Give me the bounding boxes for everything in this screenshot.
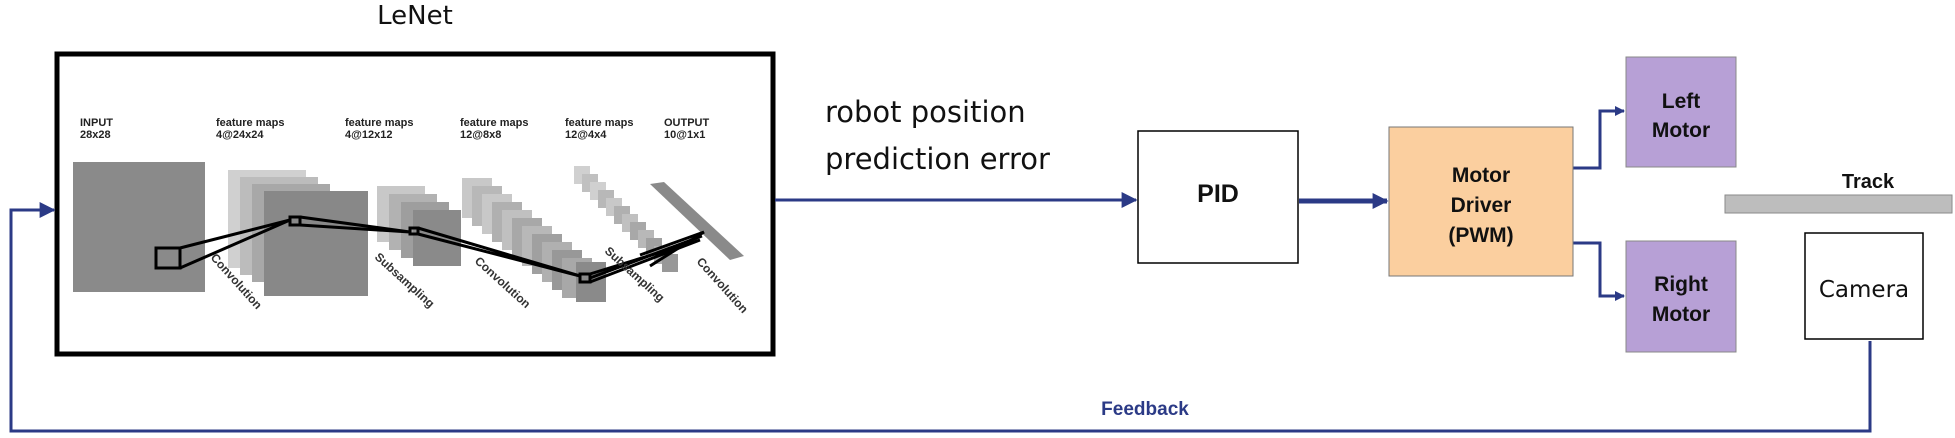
layer-input-size: 28x28 bbox=[80, 129, 111, 141]
left-motor-line1: Left bbox=[1662, 90, 1701, 113]
feature-maps-3 bbox=[462, 178, 606, 302]
receptive-field-lines bbox=[154, 215, 705, 284]
connectors bbox=[9, 106, 1872, 433]
motor-driver-line2: Driver bbox=[1451, 194, 1512, 217]
error-label-line1: robot position bbox=[825, 95, 1026, 129]
left-motor-line2: Motor bbox=[1652, 119, 1710, 142]
layer-fm4-name: feature maps bbox=[565, 117, 633, 129]
camera-label: Camera bbox=[1819, 277, 1909, 303]
feedback-label: Feedback bbox=[1101, 399, 1189, 420]
track-bar bbox=[1724, 194, 1953, 214]
camera-box bbox=[1804, 232, 1924, 340]
arrow-driver-to-right-motor bbox=[1573, 241, 1625, 301]
layer-fm2-size: 4@12x12 bbox=[345, 129, 392, 141]
pid-box bbox=[1137, 130, 1299, 264]
motor-driver-line3: (PWM) bbox=[1448, 224, 1513, 247]
layer-output-name: OUTPUT bbox=[664, 117, 710, 129]
layer-fm3-name: feature maps bbox=[460, 117, 528, 129]
lenet-title: LeNet bbox=[377, 1, 453, 31]
layer-fm1-size: 4@24x24 bbox=[216, 129, 264, 141]
right-motor-line2: Motor bbox=[1652, 303, 1710, 326]
layer-output-size: 10@1x1 bbox=[664, 129, 705, 141]
output-layer bbox=[650, 182, 744, 260]
layer-input-name: INPUT bbox=[80, 117, 113, 129]
motor-driver-line1: Motor bbox=[1452, 164, 1510, 187]
layer-fm2-name: feature maps bbox=[345, 117, 413, 129]
lenet-layer-labels: INPUT 28x28 feature maps 4@24x24 feature… bbox=[80, 117, 710, 141]
left-motor-box bbox=[1625, 56, 1737, 168]
right-motor-box bbox=[1625, 240, 1737, 353]
layer-fm4-size: 12@4x4 bbox=[565, 129, 607, 141]
pid-label: PID bbox=[1197, 180, 1239, 208]
layer-fm3-size: 12@8x8 bbox=[460, 129, 501, 141]
feedback-line bbox=[9, 202, 1872, 433]
arrow-driver-to-left-motor bbox=[1573, 106, 1625, 170]
right-motor-line1: Right bbox=[1654, 273, 1708, 296]
motor-driver-box bbox=[1388, 126, 1574, 277]
track-label: Track bbox=[1842, 171, 1895, 193]
layer-fm1-name: feature maps bbox=[216, 117, 284, 129]
input-map bbox=[73, 162, 205, 292]
error-label-line2: prediction error bbox=[825, 142, 1050, 176]
